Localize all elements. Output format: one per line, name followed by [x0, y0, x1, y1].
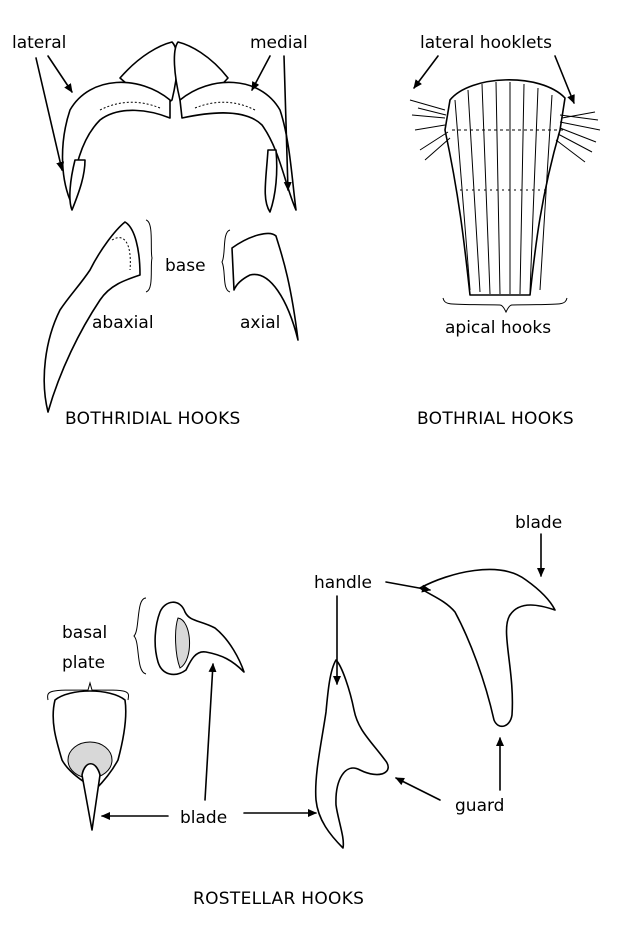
lateral-hooklets-right [555, 111, 601, 163]
label-base: base [165, 256, 206, 276]
label-lateral-hooklets: lateral hooklets [420, 33, 552, 53]
bothrial-hooks-figure: lateral hooklets apical hooks BOTHRIAL H… [409, 33, 601, 429]
label-handle: handle [314, 573, 372, 593]
basal-plate-hook-side [154, 601, 245, 676]
bothridial-hooks-figure: lateral medial base abaxial axial BOTHRI… [12, 33, 308, 429]
lateral-hooklets-left [409, 99, 451, 161]
label-plate: plate [62, 653, 105, 673]
label-axial: axial [240, 313, 280, 333]
label-apical-hooks: apical hooks [445, 318, 551, 338]
label-abaxial: abaxial [92, 313, 154, 333]
rostellar-hook-guard [314, 659, 389, 849]
rostellar-hook-handle [419, 568, 556, 728]
axial-hook [231, 232, 299, 341]
label-guard: guard [455, 796, 504, 816]
label-basal: basal [62, 623, 107, 643]
medial-hook-right [179, 81, 297, 211]
label-lateral: lateral [12, 33, 66, 53]
rostellar-hooks-figure: basal plate blade handle blade guard ROS… [47, 513, 562, 909]
label-blade: blade [180, 808, 227, 828]
label-medial: medial [250, 33, 308, 53]
abaxial-hook [43, 221, 141, 413]
bothrial-hooks-title: BOTHRIAL HOOKS [417, 409, 574, 429]
bothridial-hooks-title: BOTHRIDIAL HOOKS [65, 409, 241, 429]
label-blade-top: blade [515, 513, 562, 533]
rostellar-hooks-title: ROSTELLAR HOOKS [193, 889, 364, 909]
